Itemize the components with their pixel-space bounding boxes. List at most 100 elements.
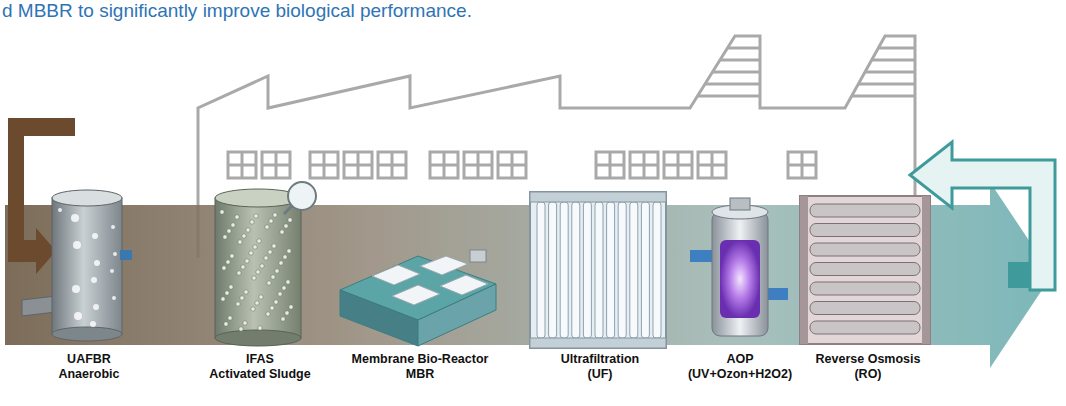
factory-window	[310, 152, 338, 178]
carrier-media	[251, 307, 255, 311]
ro-vessel	[810, 321, 920, 334]
carrier-media	[242, 234, 246, 238]
factory-outline	[852, 48, 915, 96]
ifas-tank	[215, 198, 301, 338]
membrane-module	[595, 202, 603, 338]
factory-window	[698, 152, 726, 178]
factory-window	[788, 152, 816, 178]
factory-window	[228, 152, 256, 178]
gas-bubble	[112, 296, 116, 300]
carrier-media	[240, 296, 244, 300]
factory-window	[788, 152, 816, 178]
unit-label: MBR	[352, 367, 489, 382]
factory-window	[788, 152, 816, 178]
ro-vessel	[810, 282, 920, 295]
carrier-media	[272, 244, 276, 248]
factory-window	[344, 152, 372, 178]
carrier-media	[230, 254, 234, 258]
factory-window	[430, 152, 458, 178]
uafbr-tank	[52, 198, 122, 334]
carrier-media	[282, 286, 286, 290]
factory-window	[698, 152, 726, 178]
factory-window	[630, 152, 658, 178]
aop-reactor	[730, 198, 750, 210]
membrane-module	[537, 202, 545, 338]
mbr-basin	[372, 256, 488, 305]
unit-label: Ultrafiltration	[561, 352, 639, 367]
gas-bubble	[92, 233, 98, 239]
carrier-media	[270, 306, 274, 310]
carrier-media	[266, 312, 270, 316]
carrier-media	[287, 249, 291, 253]
carrier-media	[252, 276, 256, 280]
carrier-media	[250, 220, 254, 224]
gas-bubble	[58, 208, 117, 327]
carrier-media	[225, 291, 229, 295]
factory-window	[430, 152, 458, 178]
ifas-tank	[288, 182, 316, 210]
uf-rack	[530, 192, 666, 348]
factory-window	[430, 152, 458, 178]
unit-label: AOP	[688, 352, 792, 367]
gas-bubble	[73, 241, 81, 249]
unit-label: Activated Sludge	[209, 367, 310, 382]
membrane-module	[572, 202, 580, 338]
carrier-media	[267, 281, 271, 285]
carrier-media	[273, 213, 277, 217]
carrier-media	[268, 250, 272, 254]
ro-vessel	[810, 302, 920, 315]
ro-vessel	[810, 224, 920, 237]
factory-window	[630, 152, 658, 178]
carrier-media	[265, 225, 269, 229]
factory-window	[378, 152, 406, 178]
carrier-media	[256, 270, 260, 274]
process-unit: AOP(UV+Ozon+H2O2)	[686, 352, 794, 382]
carrier-media	[260, 264, 264, 268]
factory-window	[498, 152, 526, 178]
carrier-media	[284, 224, 288, 228]
carrier-media	[278, 292, 282, 296]
carrier-media	[289, 305, 293, 309]
carrier-media	[236, 302, 240, 306]
process-band	[5, 182, 1052, 368]
membrane-module	[549, 202, 557, 338]
factory-window	[262, 152, 290, 178]
carrier-media	[280, 230, 284, 234]
uafbr-tank	[22, 190, 132, 341]
ifas-tank	[215, 330, 301, 346]
carrier-media	[264, 256, 268, 260]
header-text: d MBBR to significantly improve biologic…	[2, 0, 472, 22]
ifas-tank	[215, 182, 316, 346]
factory-window	[498, 152, 526, 178]
aop-reactor	[720, 240, 760, 318]
carrier-media	[246, 228, 250, 232]
carrier-media	[223, 235, 227, 239]
factory-window	[596, 152, 624, 178]
factory-outline	[698, 48, 760, 96]
carrier-media	[241, 265, 245, 269]
ifas-tank	[284, 206, 292, 214]
carrier-media	[259, 295, 263, 299]
mbr-basin	[470, 250, 486, 262]
unit-label: Reverse Osmosis	[816, 352, 921, 367]
gas-bubble	[74, 312, 82, 320]
factory-window	[498, 152, 526, 178]
unit-label: UAFBR	[58, 352, 119, 367]
ro-vessel	[810, 204, 920, 217]
uafbr-tank	[120, 250, 132, 260]
gas-bubble	[91, 277, 97, 283]
uf-rack	[530, 192, 666, 348]
factory-window	[344, 152, 372, 178]
carrier-media	[220, 210, 224, 214]
factory-window	[664, 152, 692, 178]
factory-window	[464, 152, 492, 178]
carrier-media	[245, 259, 249, 263]
carrier-media	[258, 326, 262, 330]
gas-bubble	[111, 225, 115, 229]
factory-window	[378, 152, 406, 178]
carrier-media	[238, 240, 242, 244]
carrier-media	[253, 245, 257, 249]
carrier-media	[249, 251, 253, 255]
ro-rack	[922, 196, 930, 344]
